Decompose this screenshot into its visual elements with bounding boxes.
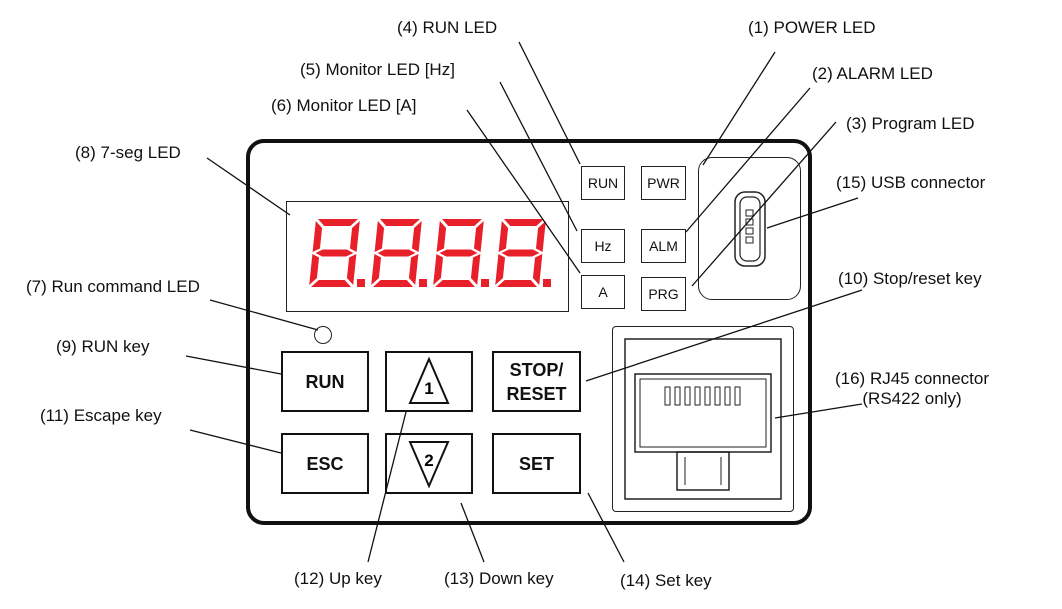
segment-c [470, 254, 481, 285]
stop-reset-line2: RESET [506, 383, 567, 404]
segment-g [377, 249, 416, 257]
segment-f [436, 221, 447, 252]
up-key[interactable]: 1 [385, 351, 473, 412]
stop-reset-key[interactable]: STOP/ RESET [492, 351, 581, 412]
segment-d [435, 280, 475, 287]
decimal-point [481, 279, 489, 287]
label-rj45-connector: (16) RJ45 connector (RS422 only) [812, 369, 1012, 409]
segment-b [473, 221, 484, 252]
segment-f [312, 221, 323, 252]
run-key[interactable]: RUN [281, 351, 369, 412]
segment-c [532, 254, 543, 285]
label-run-key: (9) RUN key [56, 337, 150, 356]
leader-rj45 [774, 403, 863, 419]
usb-port-icon [734, 191, 766, 267]
program-led: PRG [641, 277, 686, 311]
leader-run-key [185, 355, 282, 375]
set-key[interactable]: SET [492, 433, 581, 494]
usb-connector[interactable] [698, 157, 801, 300]
down-key[interactable]: 2 [385, 433, 473, 494]
segment-b [411, 221, 422, 252]
segment-e [309, 254, 320, 285]
segment-a [442, 219, 482, 226]
label-stop-reset-key: (10) Stop/reset key [838, 269, 982, 288]
leader-power-led [702, 51, 776, 166]
stop-reset-line1: STOP/ [509, 359, 564, 380]
segment-e [371, 254, 382, 285]
segment-c [408, 254, 419, 285]
leader-set-key [587, 492, 625, 563]
segment-g [439, 249, 478, 257]
label-run-led: (4) RUN LED [397, 18, 498, 37]
segment-e [433, 254, 444, 285]
segment-g [501, 249, 540, 257]
segment-g [315, 249, 354, 257]
label-escape-key: (11) Escape key [40, 406, 162, 425]
run-led: RUN [581, 166, 625, 200]
leader-escape-key [189, 429, 282, 454]
esc-key[interactable]: ESC [281, 433, 369, 494]
segment-d [311, 280, 351, 287]
seven-segment-digits [309, 219, 551, 287]
rj45-port-icon [624, 338, 782, 500]
segment-d [497, 280, 537, 287]
segment-a [318, 219, 358, 226]
leader-alarm-led [685, 87, 811, 233]
a-monitor-led: A [581, 275, 625, 309]
segment-a [380, 219, 420, 226]
rj45-connector[interactable] [612, 326, 794, 512]
segment-d [373, 280, 413, 287]
up-arrow-icon: 1 [408, 356, 450, 404]
label-power-led: (1) POWER LED [748, 18, 876, 37]
seven-segment-display [286, 201, 569, 312]
label-seg-led: (8) 7-seg LED [75, 143, 181, 162]
leader-run-command-led [209, 299, 319, 331]
label-down-key: (13) Down key [444, 569, 554, 588]
leader-seg-led [206, 157, 291, 216]
label-up-key: (12) Up key [294, 569, 382, 588]
leader-monitor-hz [499, 81, 578, 232]
segment-b [349, 221, 360, 252]
label-set-key: (14) Set key [620, 571, 712, 590]
label-monitor-hz: (5) Monitor LED [Hz] [300, 60, 455, 79]
leader-program-led [691, 121, 837, 287]
label-rj45-line2: (RS422 only) [862, 389, 962, 408]
segment-a [504, 219, 544, 226]
leader-monitor-a [466, 109, 581, 274]
leader-run-led [518, 41, 581, 165]
label-alarm-led: (2) ALARM LED [812, 64, 933, 83]
decimal-point [419, 279, 427, 287]
hz-monitor-led: Hz [581, 229, 625, 263]
label-usb-connector: (15) USB connector [836, 173, 986, 192]
run-command-led [314, 326, 332, 344]
leader-stop-reset [585, 289, 863, 382]
label-rj45-line1: (16) RJ45 connector [834, 369, 990, 388]
label-program-led: (3) Program LED [846, 114, 975, 133]
segment-f [498, 221, 509, 252]
power-led: PWR [641, 166, 686, 200]
segment-b [535, 221, 546, 252]
segment-c [346, 254, 357, 285]
alarm-led: ALM [641, 229, 686, 263]
label-monitor-a: (6) Monitor LED [A] [271, 96, 417, 115]
decimal-point [357, 279, 365, 287]
decimal-point [543, 279, 551, 287]
down-key-number: 2 [424, 451, 433, 470]
leader-up-key [367, 411, 407, 563]
down-arrow-icon: 2 [408, 441, 450, 489]
segment-e [495, 254, 506, 285]
label-run-command-led: (7) Run command LED [26, 277, 200, 296]
leader-down-key [460, 502, 485, 563]
segment-f [374, 221, 385, 252]
up-key-number: 1 [424, 379, 433, 398]
leader-usb [766, 197, 859, 229]
